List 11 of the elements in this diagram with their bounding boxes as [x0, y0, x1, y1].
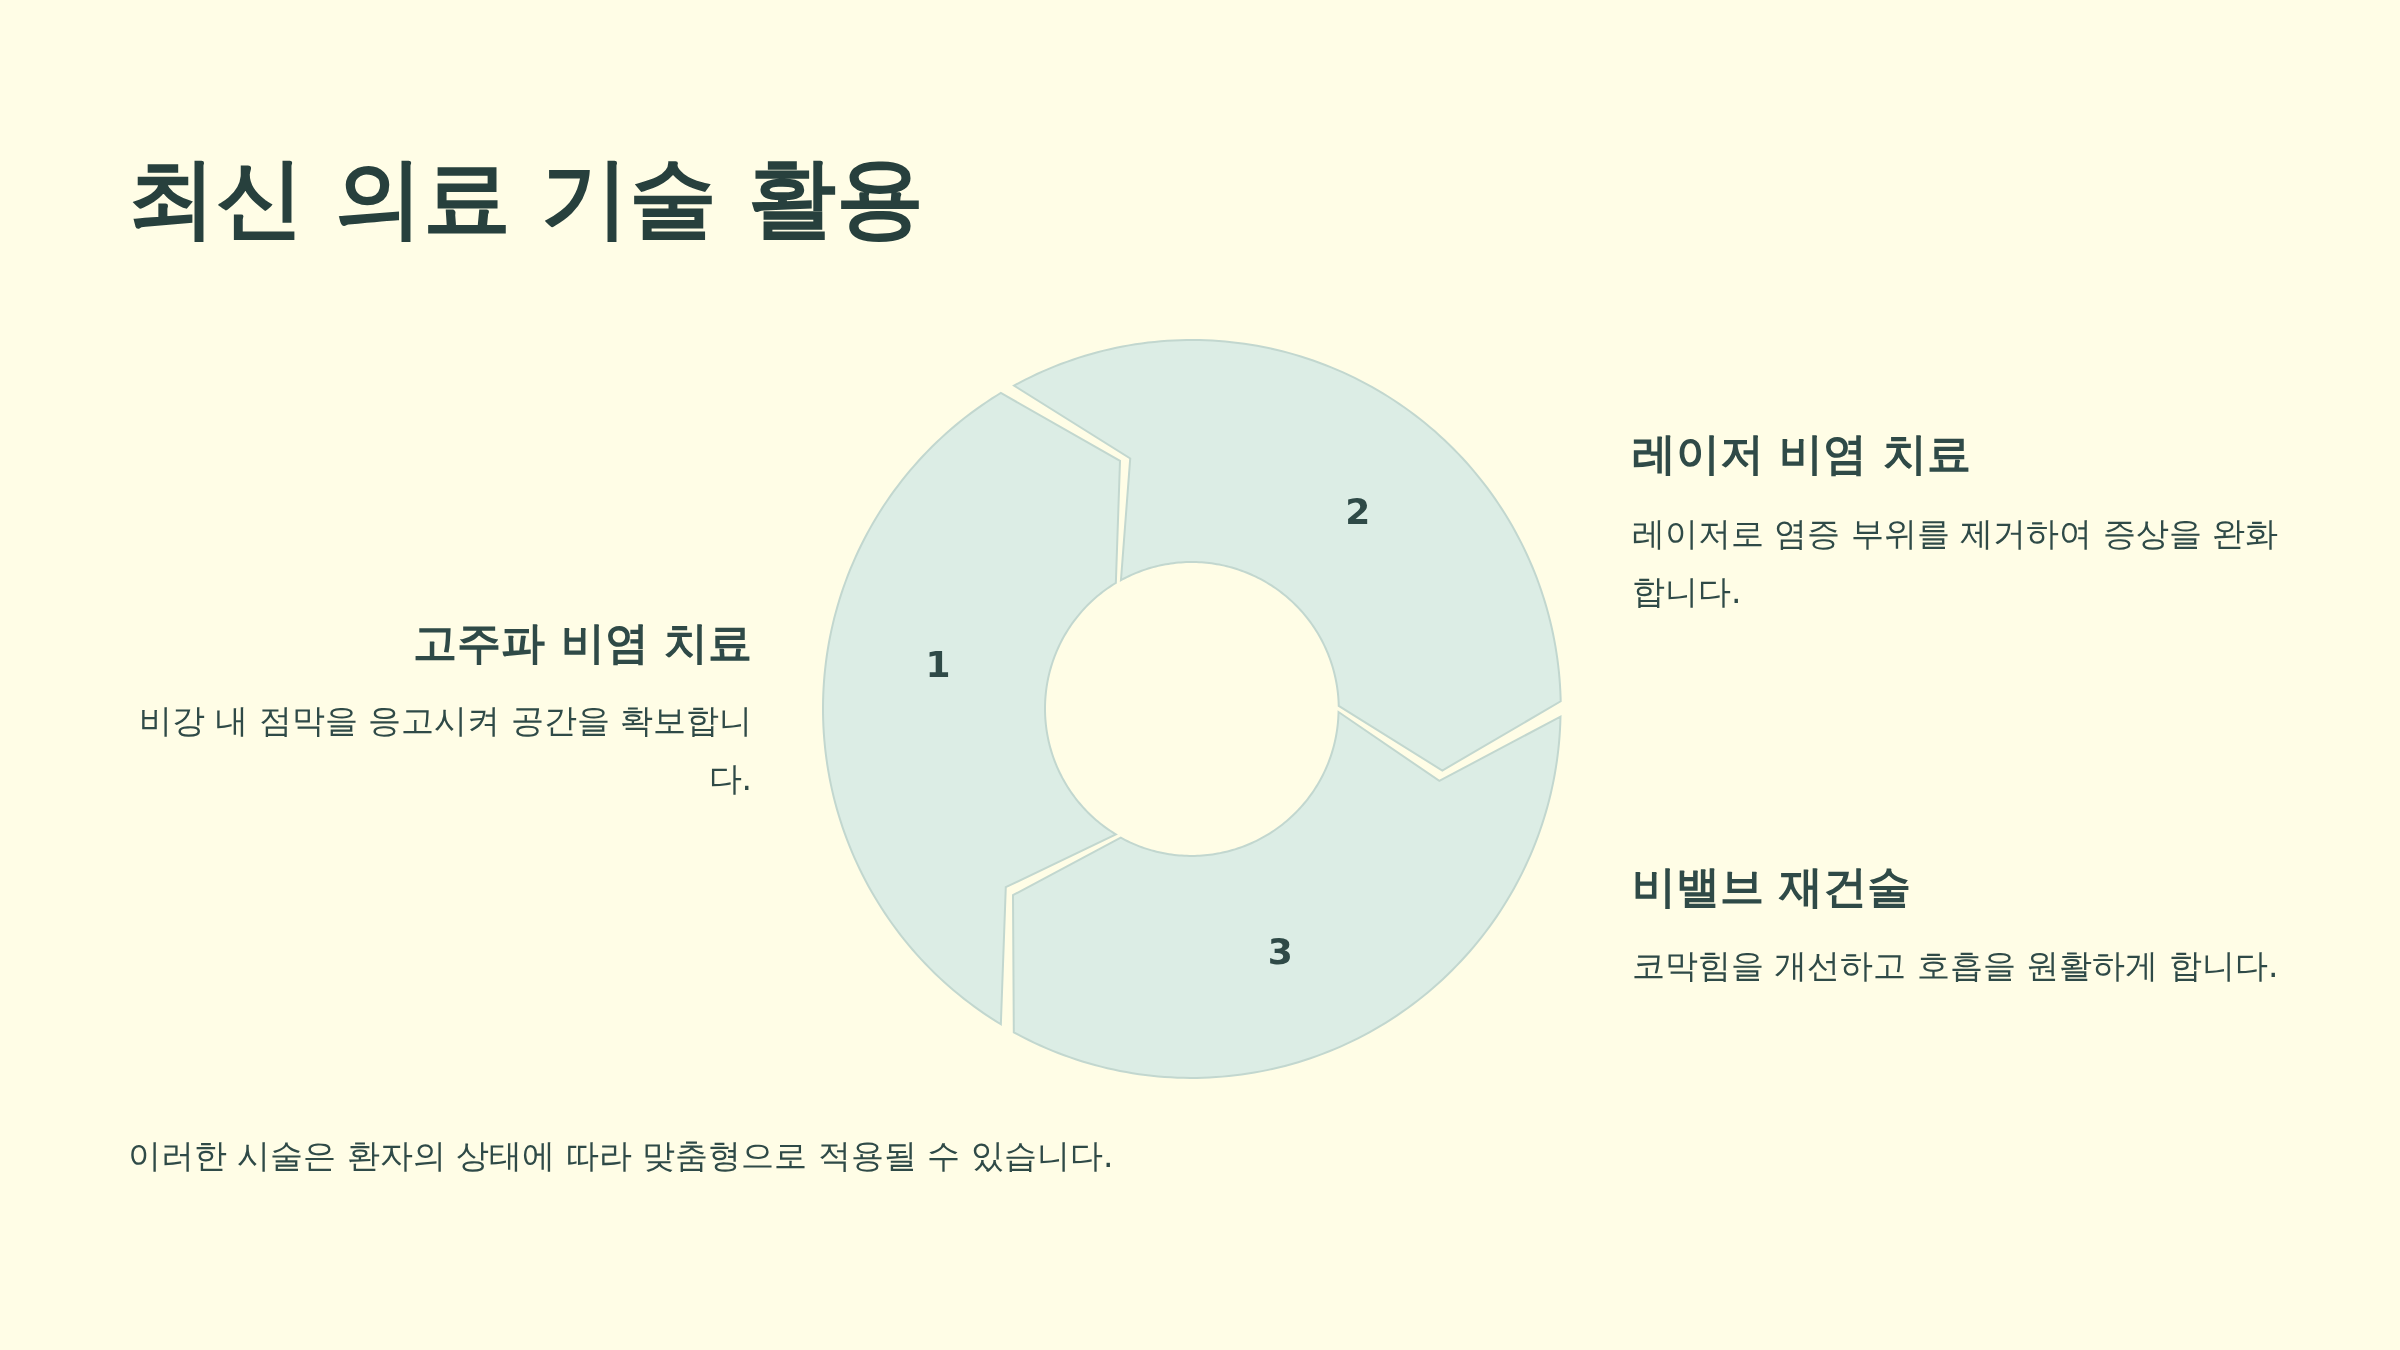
- step-heading: 레이저 비염 치료: [1632, 428, 1972, 481]
- step-number: 3: [1267, 930, 1293, 972]
- step-description: 비강 내 점막을 응고시켜 공간을 확보합니다.: [137, 700, 752, 800]
- step-description: 코막힘을 개선하고 호흡을 원활하게 합니다.: [1632, 945, 2280, 987]
- step-number: 1: [925, 643, 951, 685]
- step-description: 레이저로 염증 부위를 제거하여 증상을 완화합니다.: [1632, 513, 2280, 613]
- step-heading: 고주파 비염 치료: [412, 617, 752, 670]
- slide-title: 최신 의료 기술 활용: [128, 150, 924, 247]
- step-number: 2: [1345, 490, 1371, 532]
- footnote: 이러한 시술은 환자의 상태에 따라 맞춤형으로 적용될 수 있습니다.: [128, 1135, 1115, 1177]
- step-heading: 비밸브 재건술: [1632, 861, 1913, 914]
